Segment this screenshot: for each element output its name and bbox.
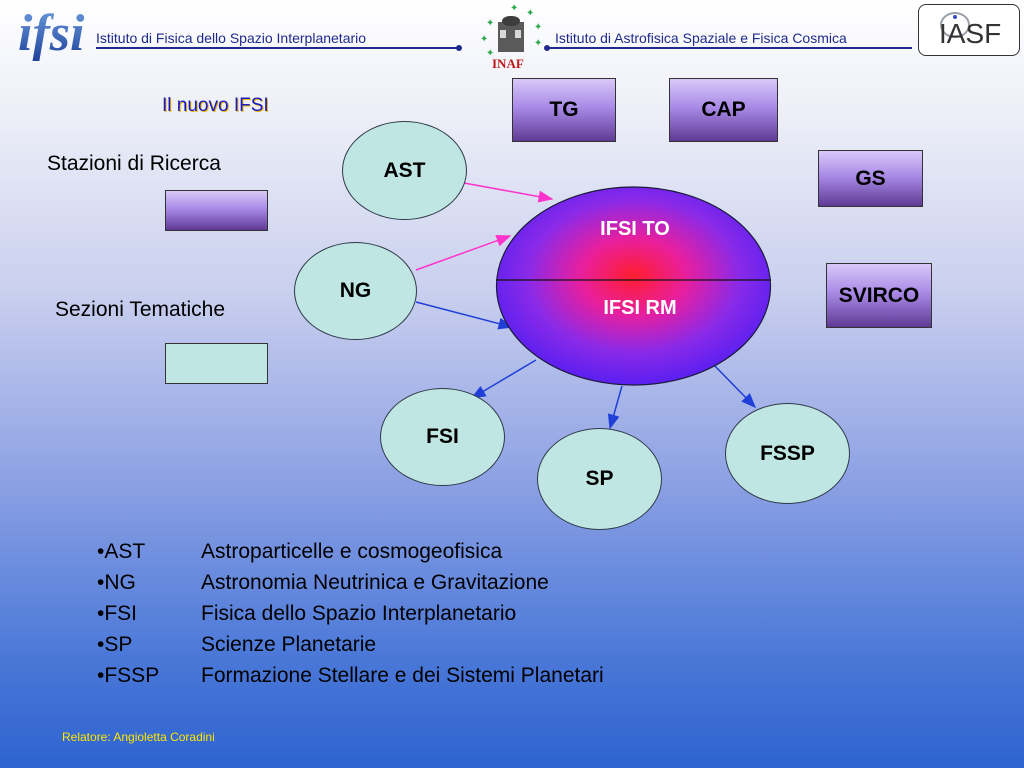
list-item: •SP Scienze Planetarie <box>97 629 604 660</box>
left-header-title: Istituto di Fisica dello Spazio Interpla… <box>96 30 367 46</box>
list-item-abbr: •SP <box>97 632 133 656</box>
list-item-desc: Formazione Stellare e dei Sistemi Planet… <box>201 663 604 687</box>
list-item-abbr: •FSSP <box>97 663 160 687</box>
ifsi-logo: ifsi <box>16 2 86 62</box>
right-header-title: Istituto di Astrofisica Spaziale e Fisic… <box>555 30 847 46</box>
svg-text:✦: ✦ <box>510 3 518 14</box>
list-item: •AST Astroparticelle e cosmogeofisica <box>97 536 604 567</box>
left-header-dot <box>456 45 462 51</box>
section-circle-fsi: FSI <box>380 388 505 486</box>
arrow-ast-to-center <box>463 182 554 203</box>
list-item-desc: Fisica dello Spazio Interplanetario <box>201 601 517 625</box>
arrow-center-to-fssp <box>709 360 757 409</box>
legend-stations-label: Stazioni di Ricerca <box>47 152 221 175</box>
arrow-ng-to-center-blue <box>415 301 514 330</box>
section-circle-sp: SP <box>537 428 662 530</box>
list-item-desc: Astronomia Neutrinica e Gravitazione <box>201 570 549 594</box>
arrow-center-to-fsi <box>470 359 537 399</box>
svg-text:✦: ✦ <box>486 18 494 29</box>
station-box-gs: GS <box>818 150 923 207</box>
arrow-ng-to-center <box>415 234 512 271</box>
station-box-cap: CAP <box>669 78 778 142</box>
list-item-abbr: •FSI <box>97 601 138 625</box>
list-item: •FSI Fisica dello Spazio Interplanetario <box>97 598 604 629</box>
svg-text:✦: ✦ <box>486 48 494 59</box>
right-header-dot <box>544 45 550 51</box>
list-item-desc: Astroparticelle e cosmogeofisica <box>201 539 503 563</box>
svg-text:✦: ✦ <box>480 34 488 45</box>
iasf-logo: IASF <box>918 4 1020 56</box>
center-bottom-label: IFSI RM <box>603 297 677 319</box>
svg-text:✦: ✦ <box>534 38 542 49</box>
footer-presenter: Relatore: Angioletta Coradini <box>62 730 215 744</box>
list-item: •FSSP Formazione Stellare e dei Sistemi P… <box>97 660 604 691</box>
section-circle-ast: AST <box>342 121 467 220</box>
list-item: •NG Astronomia Neutrinica e Gravitazione <box>97 567 604 598</box>
slide-title: Il nuovo IFSI <box>162 95 269 116</box>
section-circle-ng: NG <box>294 242 417 340</box>
station-box-tg: TG <box>512 78 616 142</box>
center-ifsi-ellipse <box>495 186 772 386</box>
inaf-logo: ✦✦✦ ✦✦✦✦ INAF <box>478 2 548 74</box>
right-header-rule <box>548 47 912 49</box>
svg-text:IASF: IASF <box>939 18 1001 49</box>
abbreviation-list: •AST Astroparticelle e cosmogeofisica •NG… <box>97 536 604 691</box>
legend-stations-swatch <box>165 190 268 231</box>
arrow-center-to-sp <box>607 385 623 430</box>
list-item-desc: Scienze Planetarie <box>201 632 377 656</box>
svg-text:ifsi: ifsi <box>18 5 85 62</box>
legend-sections-swatch <box>165 343 268 384</box>
section-circle-fssp: FSSP <box>725 403 850 504</box>
station-box-svirco: SVIRCO <box>826 263 932 328</box>
svg-text:✦: ✦ <box>534 22 542 33</box>
svg-text:INAF: INAF <box>492 56 524 71</box>
left-header-rule <box>96 47 460 49</box>
svg-text:✦: ✦ <box>526 8 534 19</box>
list-item-abbr: •AST <box>97 539 146 563</box>
list-item-abbr: •NG <box>97 570 136 594</box>
legend-sections-label: Sezioni Tematiche <box>55 298 226 321</box>
center-top-label: IFSI TO <box>600 218 670 240</box>
